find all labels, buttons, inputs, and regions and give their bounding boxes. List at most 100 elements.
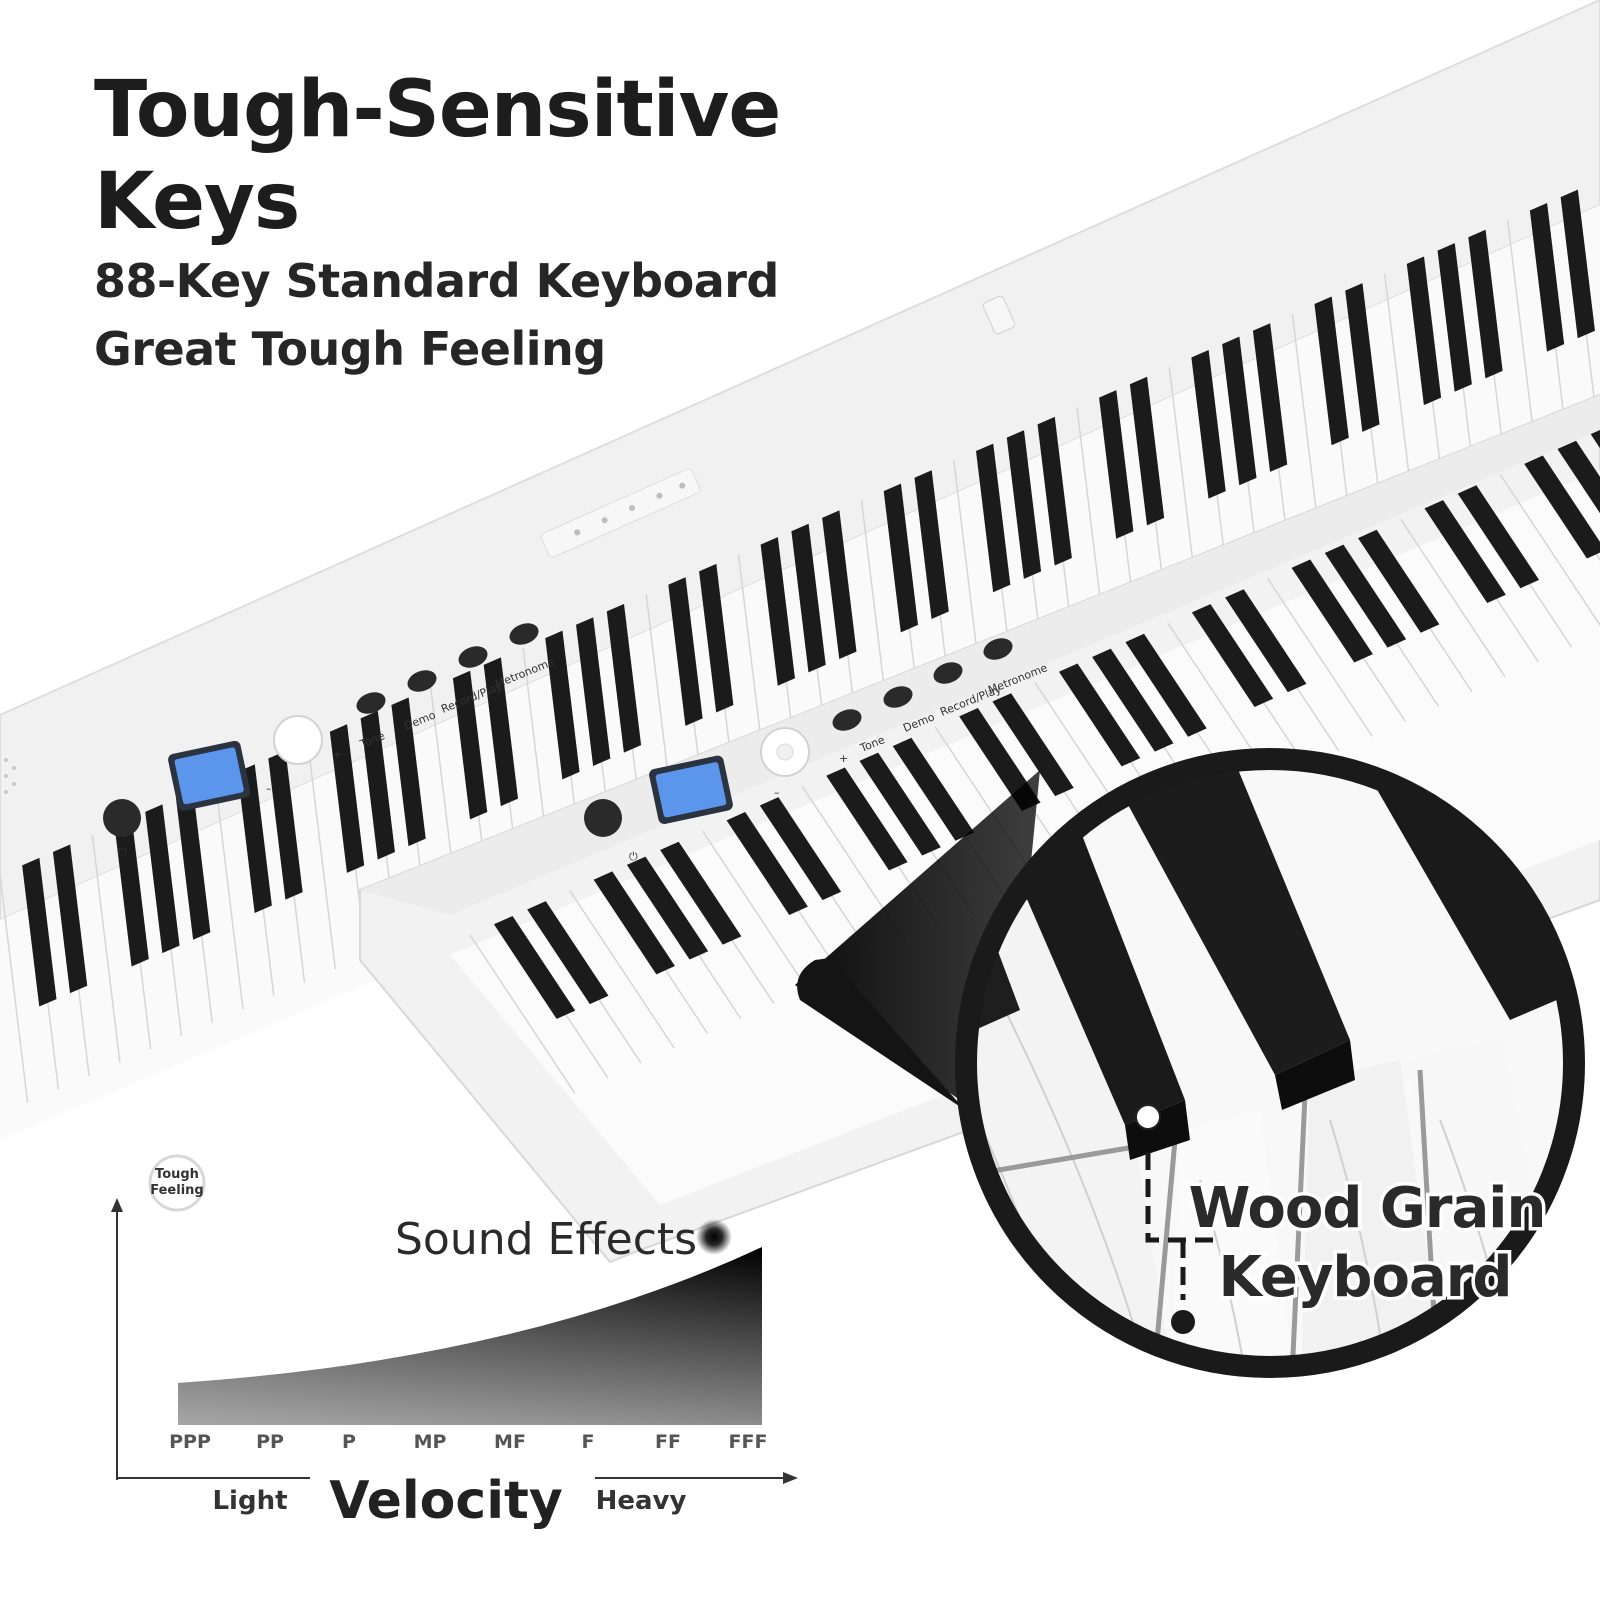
callout-line-2: Keyboard bbox=[1219, 1245, 1512, 1310]
back-black-key bbox=[1468, 229, 1503, 379]
front-white-key-edge bbox=[1499, 474, 1600, 627]
front-black-key bbox=[493, 915, 576, 1019]
front-black-key bbox=[1358, 529, 1440, 633]
subheadline-line-2: Great Tough Feeling bbox=[94, 322, 606, 376]
back-white-key-edge bbox=[1291, 313, 1321, 542]
heavy-label: Heavy bbox=[596, 1486, 687, 1516]
back-black-key bbox=[1314, 296, 1349, 446]
front-demo-button[interactable] bbox=[880, 682, 915, 711]
back-black-key bbox=[883, 483, 919, 633]
front-black-key bbox=[1225, 589, 1307, 693]
back-black-key bbox=[760, 537, 795, 686]
x-axis-arrow bbox=[783, 1472, 798, 1484]
back-black-key bbox=[483, 657, 519, 807]
back-tone-button[interactable] bbox=[353, 688, 388, 717]
front-black-key bbox=[1590, 430, 1600, 449]
back-power-button[interactable] bbox=[103, 799, 141, 837]
back-metronome-button[interactable] bbox=[506, 619, 541, 648]
dynamic-ff: FF bbox=[655, 1431, 681, 1453]
front-white-key-edge bbox=[569, 890, 675, 1049]
peak-glow-dot bbox=[696, 1219, 732, 1255]
back-white-key-edge bbox=[214, 781, 244, 1010]
svg-text:Tough: Tough bbox=[155, 1167, 199, 1182]
back-black-key bbox=[1099, 390, 1134, 539]
front-black-key bbox=[593, 871, 675, 975]
back-black-keys bbox=[22, 189, 1595, 1007]
front-black-key bbox=[726, 812, 808, 915]
front-black-key bbox=[959, 708, 1041, 811]
front-white-key-edge bbox=[1267, 578, 1373, 737]
back-white-key-edge bbox=[0, 874, 29, 1103]
back-black-key bbox=[606, 603, 642, 753]
back-volume-knob[interactable] bbox=[273, 715, 323, 765]
dynamic-fff: FFF bbox=[729, 1431, 768, 1453]
front-plus-label: + bbox=[839, 752, 848, 765]
back-black-key bbox=[699, 563, 734, 713]
back-black-key bbox=[1222, 336, 1257, 486]
velocity-axis-title: Velocity bbox=[329, 1471, 563, 1531]
back-black-key bbox=[576, 617, 611, 766]
back-black-key bbox=[329, 724, 365, 873]
dynamic-mf: MF bbox=[494, 1431, 526, 1453]
front-metronome-button[interactable] bbox=[980, 634, 1015, 663]
dynamic-mp: MP bbox=[414, 1431, 447, 1453]
light-label: Light bbox=[212, 1486, 287, 1516]
back-usb-slot bbox=[982, 295, 1016, 335]
back-black-key bbox=[114, 817, 149, 967]
front-black-key bbox=[1058, 663, 1141, 767]
dynamic-f: F bbox=[582, 1431, 595, 1453]
back-black-key bbox=[976, 443, 1011, 593]
back-plus-label: + bbox=[333, 748, 342, 761]
front-white-key-edge bbox=[469, 934, 576, 1094]
back-black-key bbox=[1529, 202, 1565, 352]
front-black-key bbox=[992, 693, 1074, 797]
front-black-key bbox=[1424, 500, 1506, 604]
back-black-key bbox=[822, 510, 857, 660]
back-black-key bbox=[791, 523, 826, 673]
back-black-key bbox=[545, 630, 580, 780]
front-black-key bbox=[660, 841, 742, 945]
back-white-key-edge bbox=[1383, 273, 1413, 502]
callout-pointer bbox=[1135, 1104, 1218, 1334]
front-black-key bbox=[1324, 544, 1407, 648]
back-black-key bbox=[1006, 430, 1042, 579]
dynamic-ppp: PPP bbox=[169, 1431, 211, 1453]
back-black-key bbox=[268, 750, 303, 900]
back-black-key bbox=[1191, 350, 1226, 499]
svg-text:Feeling: Feeling bbox=[150, 1183, 203, 1198]
front-black-key bbox=[826, 767, 908, 871]
velocity-chart: Tough Feeling Sound Effects PPP PP P MP … bbox=[111, 1154, 798, 1531]
front-black-key bbox=[892, 737, 975, 841]
front-lcd-display bbox=[649, 755, 733, 824]
headline-line-1: Tough-Sensitive bbox=[94, 65, 781, 155]
sound-effects-label: Sound Effects bbox=[395, 1214, 697, 1265]
back-power-icon: ⏻ bbox=[118, 845, 127, 858]
front-black-key bbox=[1092, 648, 1174, 752]
back-record-play-button[interactable] bbox=[455, 642, 490, 671]
headline-line-2: Keys bbox=[94, 157, 300, 247]
front-black-keys bbox=[493, 430, 1600, 1019]
front-tone-button[interactable] bbox=[829, 705, 864, 734]
headline: Tough-Sensitive Keys bbox=[94, 64, 781, 248]
dynamic-pp: PP bbox=[256, 1431, 284, 1453]
front-minus-label: – bbox=[774, 786, 780, 799]
back-black-key bbox=[668, 577, 703, 726]
front-black-key bbox=[1457, 485, 1540, 589]
front-black-key bbox=[1557, 440, 1600, 514]
back-black-key bbox=[360, 710, 395, 860]
y-axis-arrow bbox=[111, 1198, 123, 1212]
front-black-key bbox=[1191, 604, 1274, 708]
front-black-key bbox=[626, 856, 709, 960]
dynamics-labels: PPP PP P MP MF F FF FFF bbox=[169, 1431, 767, 1453]
front-power-icon: ⏻ bbox=[629, 850, 638, 863]
front-power-button[interactable] bbox=[584, 799, 622, 837]
front-record-play-button[interactable] bbox=[930, 658, 965, 687]
back-black-key bbox=[1406, 256, 1442, 406]
front-black-key bbox=[1291, 559, 1373, 663]
back-black-key bbox=[1037, 416, 1072, 566]
dynamic-p: P bbox=[342, 1431, 356, 1453]
back-demo-button[interactable] bbox=[404, 666, 439, 695]
back-speaker-grille bbox=[4, 758, 16, 794]
back-black-key bbox=[52, 844, 88, 994]
